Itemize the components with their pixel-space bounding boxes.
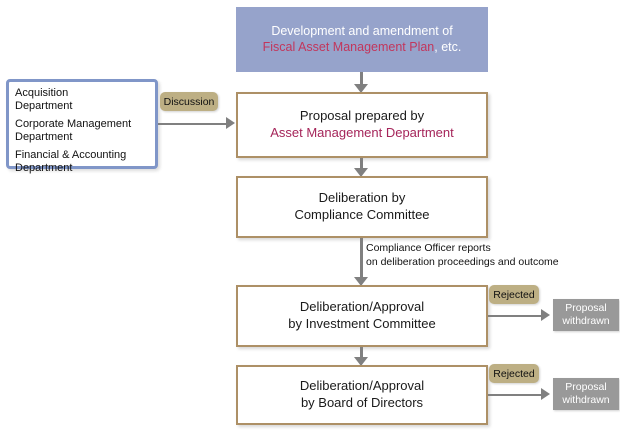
arrowhead-investment-rejected <box>541 309 550 321</box>
step-box-investment-committee-line1: Deliberation/Approval <box>299 299 425 315</box>
connector-investment-to-board <box>360 347 363 359</box>
step-box-board-of-directors: Deliberation/Approval by Board of Direct… <box>236 365 488 425</box>
connector-compliance-to-investment <box>360 238 363 279</box>
plan-banner: Development and amendment of Fiscal Asse… <box>236 7 488 72</box>
connector-banner-to-proposal <box>360 72 363 86</box>
department-group: Acquisition Department Corporate Managem… <box>6 79 158 174</box>
step-box-proposal-line1: Proposal prepared by <box>299 108 425 124</box>
step-box-compliance-line1: Deliberation by <box>318 190 406 206</box>
connector-proposal-to-compliance <box>360 158 363 170</box>
arrowhead-proposal-to-compliance <box>354 168 368 177</box>
arrowhead-departments-to-proposal <box>226 117 235 129</box>
department-item-financial-accounting-line2: Department <box>15 161 73 174</box>
arrowhead-investment-to-board <box>354 357 368 366</box>
plan-banner-highlight: Fiscal Asset Management Plan <box>262 39 435 54</box>
department-item-acquisition-line2: Department <box>15 99 73 112</box>
step-box-proposal: Proposal prepared by Asset Management De… <box>236 92 488 158</box>
badge-rejected-investment: Rejected <box>489 285 539 304</box>
plan-banner-suffix: , etc. <box>434 39 462 54</box>
annotation-line2: on deliberation proceedings and outcome <box>366 256 559 269</box>
step-box-investment-committee: Deliberation/Approval by Investment Comm… <box>236 285 488 347</box>
annotation-compliance-officer-report: Compliance Officer reports on deliberati… <box>366 241 559 269</box>
connector-departments-to-proposal <box>158 123 228 125</box>
step-box-compliance-line2: Compliance Committee <box>294 207 430 222</box>
connector-investment-rejected <box>488 315 542 317</box>
arrowhead-board-rejected <box>541 388 550 400</box>
terminal-proposal-withdrawn-investment-line2: withdrawn <box>562 315 610 327</box>
step-box-proposal-line2: Asset Management Department <box>270 125 454 140</box>
terminal-proposal-withdrawn-investment: Proposal withdrawn <box>553 299 619 331</box>
department-item-acquisition: Acquisition Department <box>15 87 149 113</box>
terminal-proposal-withdrawn-board: Proposal withdrawn <box>553 378 619 410</box>
arrowhead-compliance-to-investment <box>354 277 368 286</box>
department-item-acquisition-line1: Acquisition <box>15 87 69 99</box>
department-item-financial-accounting: Financial & Accounting Department <box>15 149 149 175</box>
step-box-board-of-directors-line2: by Board of Directors <box>300 395 424 410</box>
terminal-proposal-withdrawn-investment-line1: Proposal <box>565 302 607 315</box>
plan-banner-line1: Development and amendment of <box>271 23 453 38</box>
department-item-corporate-management: Corporate Management Department <box>15 118 149 144</box>
annotation-line1: Compliance Officer reports <box>366 242 491 254</box>
terminal-proposal-withdrawn-board-line1: Proposal <box>565 381 607 394</box>
badge-rejected-board: Rejected <box>489 364 539 383</box>
step-box-investment-committee-line2: by Investment Committee <box>288 316 436 331</box>
department-item-corporate-management-line1: Corporate Management <box>15 117 132 130</box>
plan-banner-line2: Fiscal Asset Management Plan, etc. <box>263 40 462 56</box>
terminal-proposal-withdrawn-board-line2: withdrawn <box>562 394 610 406</box>
step-box-compliance: Deliberation by Compliance Committee <box>236 176 488 238</box>
step-box-board-of-directors-line1: Deliberation/Approval <box>299 378 425 394</box>
arrowhead-banner-to-proposal <box>354 84 368 93</box>
department-item-corporate-management-line2: Department <box>15 130 73 143</box>
connector-board-rejected <box>488 394 542 396</box>
badge-discussion: Discussion <box>160 92 218 111</box>
department-item-financial-accounting-line1: Financial & Accounting <box>15 148 127 161</box>
